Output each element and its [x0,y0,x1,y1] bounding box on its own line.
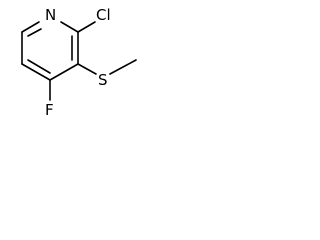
bond-c4-c5-inner [27,59,51,74]
atom-fluorine: F [45,101,54,119]
bond-c3-c4 [49,63,79,81]
chemical-structure: N Cl S F [21,6,137,119]
bond-s-methyl [109,59,137,75]
bond-c6-n [21,21,40,33]
bond-c3-s [77,63,97,75]
substituent-bonds [49,21,137,101]
bond-c2-cl [77,21,96,33]
bond-c6-n-inner [27,28,42,37]
bond-n-c2 [60,21,79,33]
atom-labels: N Cl S F [45,6,111,119]
bond-c4-c5 [21,63,51,81]
ring-bonds [21,21,79,81]
atom-chlorine: Cl [96,6,111,24]
atom-nitrogen: N [45,6,56,24]
atom-sulfur: S [98,71,108,89]
